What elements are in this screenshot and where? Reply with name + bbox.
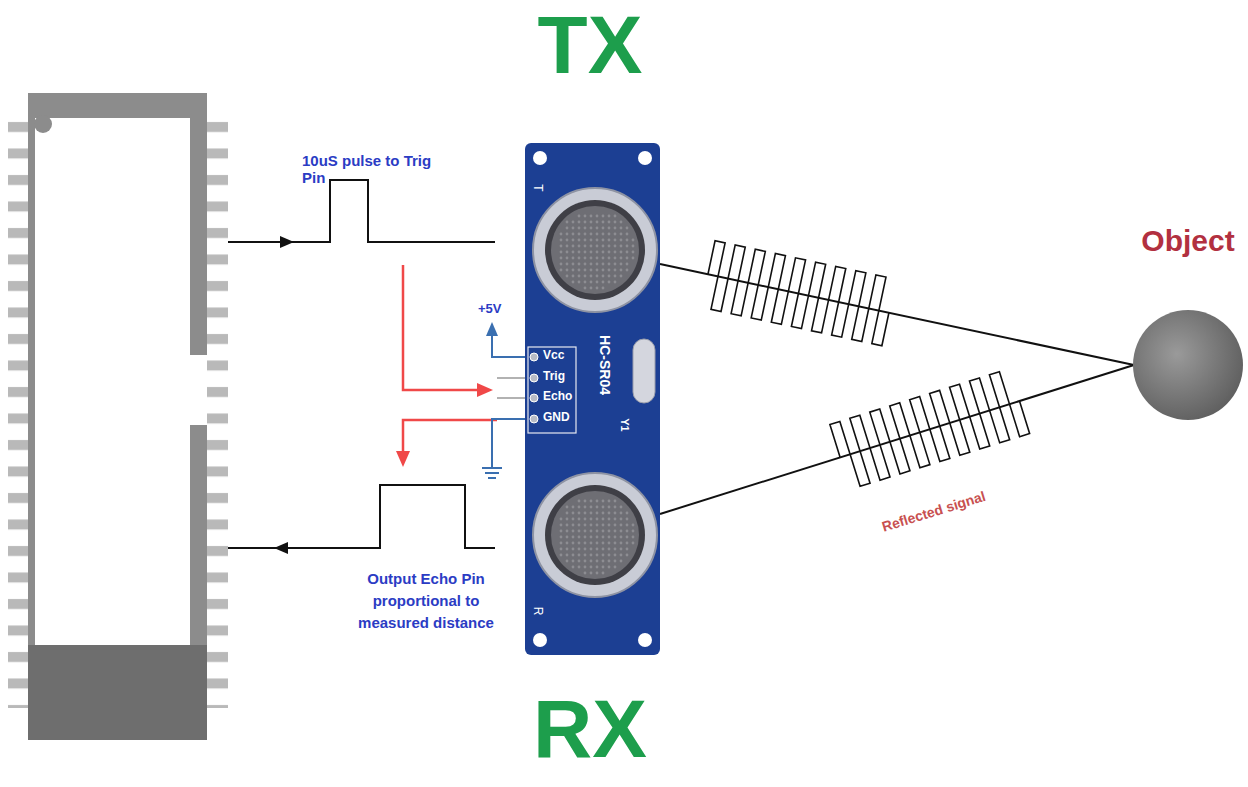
arrowhead (477, 383, 493, 397)
pin-label: Trig (543, 370, 565, 384)
pin-label: Echo (543, 390, 572, 404)
arrowhead (274, 542, 288, 554)
module-name: HC-SR04 (597, 335, 613, 395)
pin-label: GND (543, 411, 570, 425)
ground-symbol (482, 419, 528, 478)
pin-label: Vcc (543, 349, 564, 363)
trig-signal (228, 180, 495, 242)
crystal-label: Y1 (619, 418, 632, 431)
rx-heading: RX (533, 688, 647, 770)
arrowhead (396, 451, 410, 467)
arrowhead (486, 322, 498, 336)
sensor-module: T HC-SR04Y1 VccTrigEchoGND R (525, 143, 660, 655)
arrowhead (280, 236, 294, 248)
receiver-mark: R (530, 607, 544, 616)
signal-path (660, 365, 1134, 514)
signal-path (660, 264, 1134, 365)
echo-note: Output Echo Pin proportional to measured… (342, 568, 510, 633)
object-label: Object (1141, 224, 1234, 259)
transmitter-mark: T (530, 184, 544, 191)
microcontroller-chip (8, 93, 228, 740)
pin-wires (497, 378, 528, 398)
vcc-wire (492, 335, 528, 357)
reflected-label: Reflected signal (878, 487, 989, 535)
trig-red-arrow (403, 265, 478, 390)
echo-red-arrow (403, 420, 497, 452)
tx-heading: TX (538, 4, 643, 86)
supply-label: +5V (478, 302, 502, 317)
trig-note: 10uS pulse to Trig Pin (302, 152, 432, 187)
echo-signal (228, 485, 495, 548)
object-circle: Object (1130, 222, 1246, 427)
